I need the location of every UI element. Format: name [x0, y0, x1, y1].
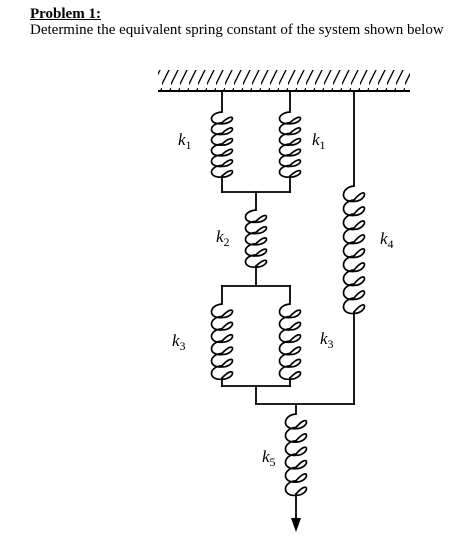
spring-k5 — [284, 413, 308, 497]
label-k5: k5 — [262, 447, 276, 469]
problem-statement: Determine the equivalent spring constant… — [30, 22, 444, 38]
problem-title: Problem 1: — [30, 6, 101, 22]
spring-k4 — [342, 185, 366, 315]
spring-k2 — [244, 209, 268, 268]
label-k1-right: k1 — [312, 130, 326, 152]
spring-k3-left — [210, 303, 234, 381]
spring-k3-right — [278, 303, 302, 381]
fixed-ceiling — [158, 70, 410, 92]
label-k4: k4 — [380, 229, 394, 251]
label-k2: k2 — [216, 227, 230, 249]
spring-coils — [210, 111, 366, 497]
label-k3-left: k3 — [172, 331, 186, 353]
problem-heading: Problem 1: Determine the equivalent spri… — [30, 6, 470, 39]
spring-k1-right — [278, 111, 302, 178]
connecting-wires — [221, 90, 355, 521]
label-k1-left: k1 — [178, 130, 192, 152]
spring-labels: k1 k1 k2 k3 k3 k4 k5 — [172, 130, 394, 469]
spring-k1-left — [210, 111, 234, 178]
applied-force-arrowhead — [291, 518, 301, 532]
ceiling-hatching — [158, 70, 410, 90]
label-k3-right: k3 — [320, 329, 334, 351]
